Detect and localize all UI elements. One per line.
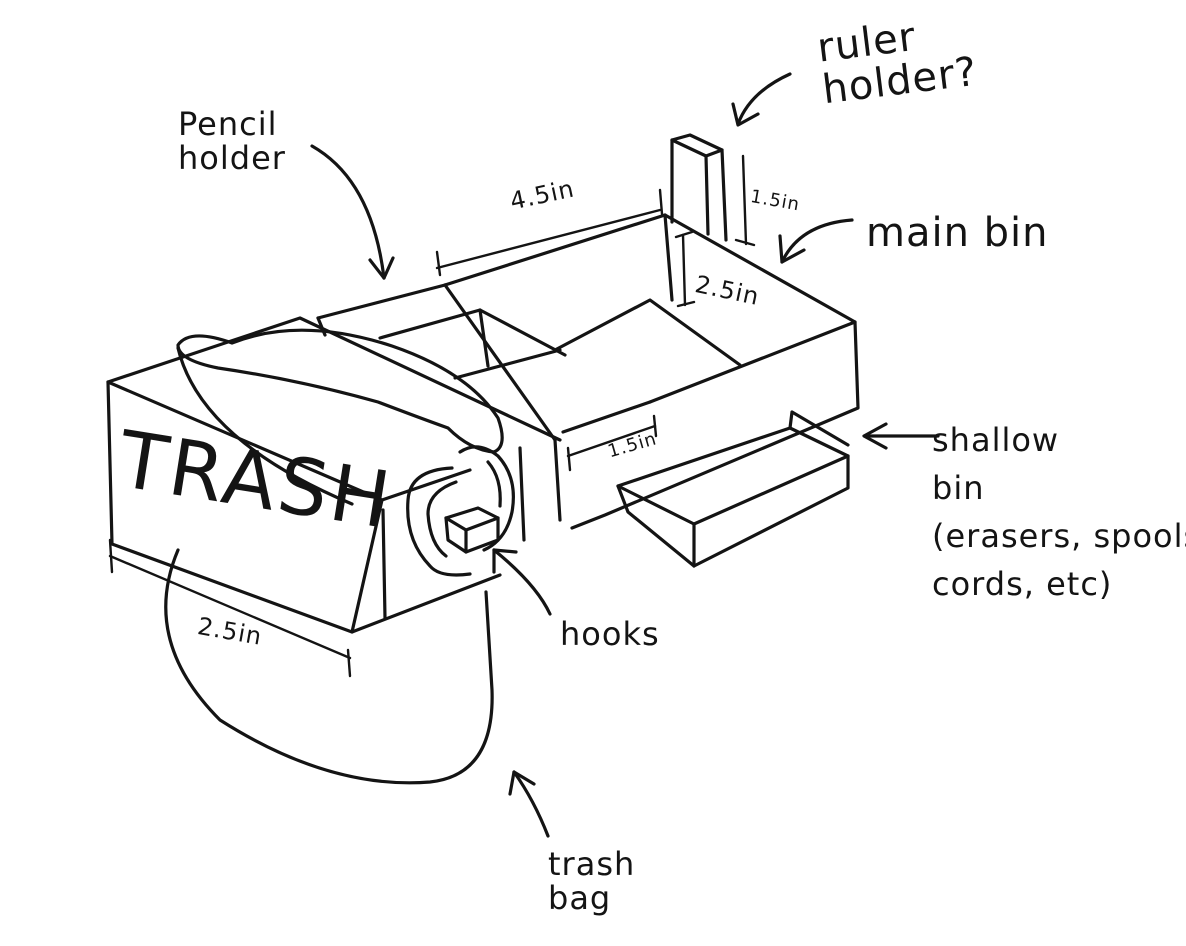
dimension-lines: [108, 154, 756, 678]
annotation-arrows: [310, 72, 940, 838]
ruler-holder: [670, 133, 728, 242]
ruler-holder-label: ruler holder?: [814, 13, 980, 114]
hooks-label: hooks: [560, 615, 660, 653]
main-bin: [443, 213, 860, 530]
trash-box: [106, 316, 562, 634]
pencil-holder: [316, 283, 567, 542]
shallow-bin-label: shallow bin (erasers, spools, cords, etc…: [932, 421, 1186, 603]
shallow-bin: [616, 410, 850, 568]
main-bin-label: main bin: [866, 210, 1049, 256]
pencil-holder-label: Pencil holder: [178, 105, 286, 177]
trash-bag-label: trash bag: [548, 845, 636, 917]
hook: [406, 445, 515, 577]
trash-bag: [164, 328, 504, 785]
